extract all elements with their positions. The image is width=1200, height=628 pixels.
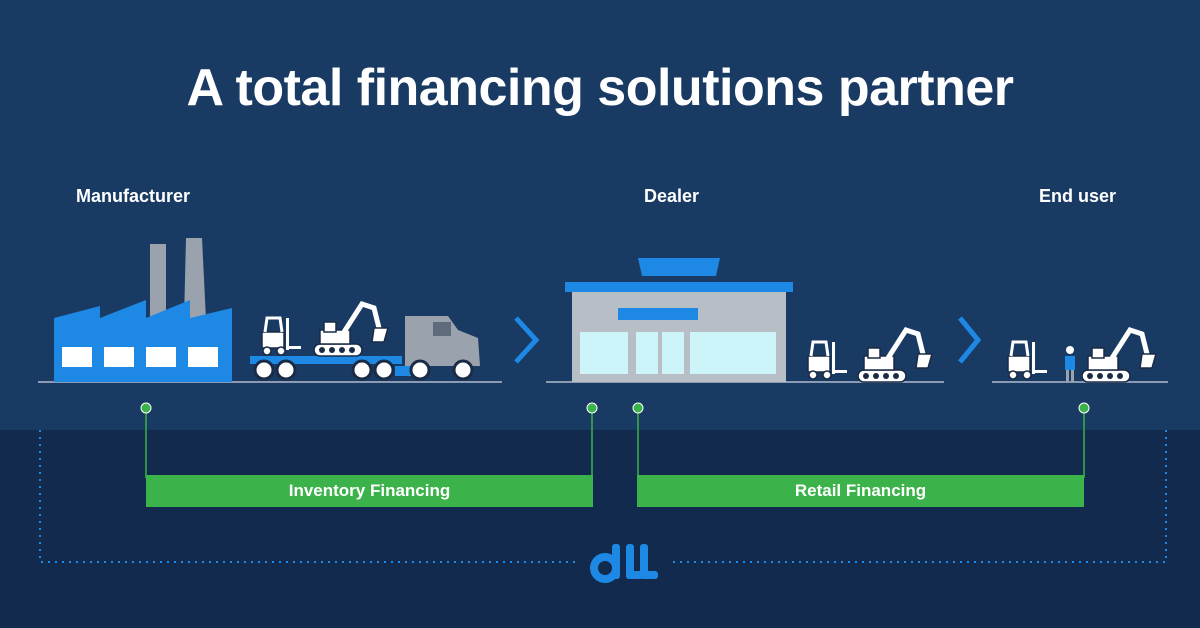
excavator-icon	[314, 304, 388, 356]
page-title: A total financing solutions partner	[186, 59, 1014, 117]
inventory-financing-bar: Inventory Financing	[146, 475, 593, 507]
chevron-right-icon	[958, 316, 982, 364]
truck-icon	[250, 316, 480, 381]
footer-band	[0, 430, 1200, 628]
stage-label-dealer: Dealer	[644, 186, 700, 206]
factory-icon	[54, 238, 232, 382]
dll-logo	[590, 544, 658, 583]
worker-icon	[1065, 346, 1075, 382]
stage-label-manufacturer: Manufacturer	[76, 186, 191, 206]
stage-label-end-user: End user	[1039, 186, 1117, 206]
excavator-icon	[1082, 330, 1156, 382]
forklift-icon	[260, 316, 303, 357]
forklift-icon	[806, 340, 849, 381]
dealership-icon	[565, 258, 793, 382]
excavator-icon	[858, 330, 932, 382]
retail-financing-bar: Retail Financing	[637, 475, 1084, 507]
forklift-icon	[1006, 340, 1049, 381]
chevron-right-icon	[514, 316, 540, 364]
